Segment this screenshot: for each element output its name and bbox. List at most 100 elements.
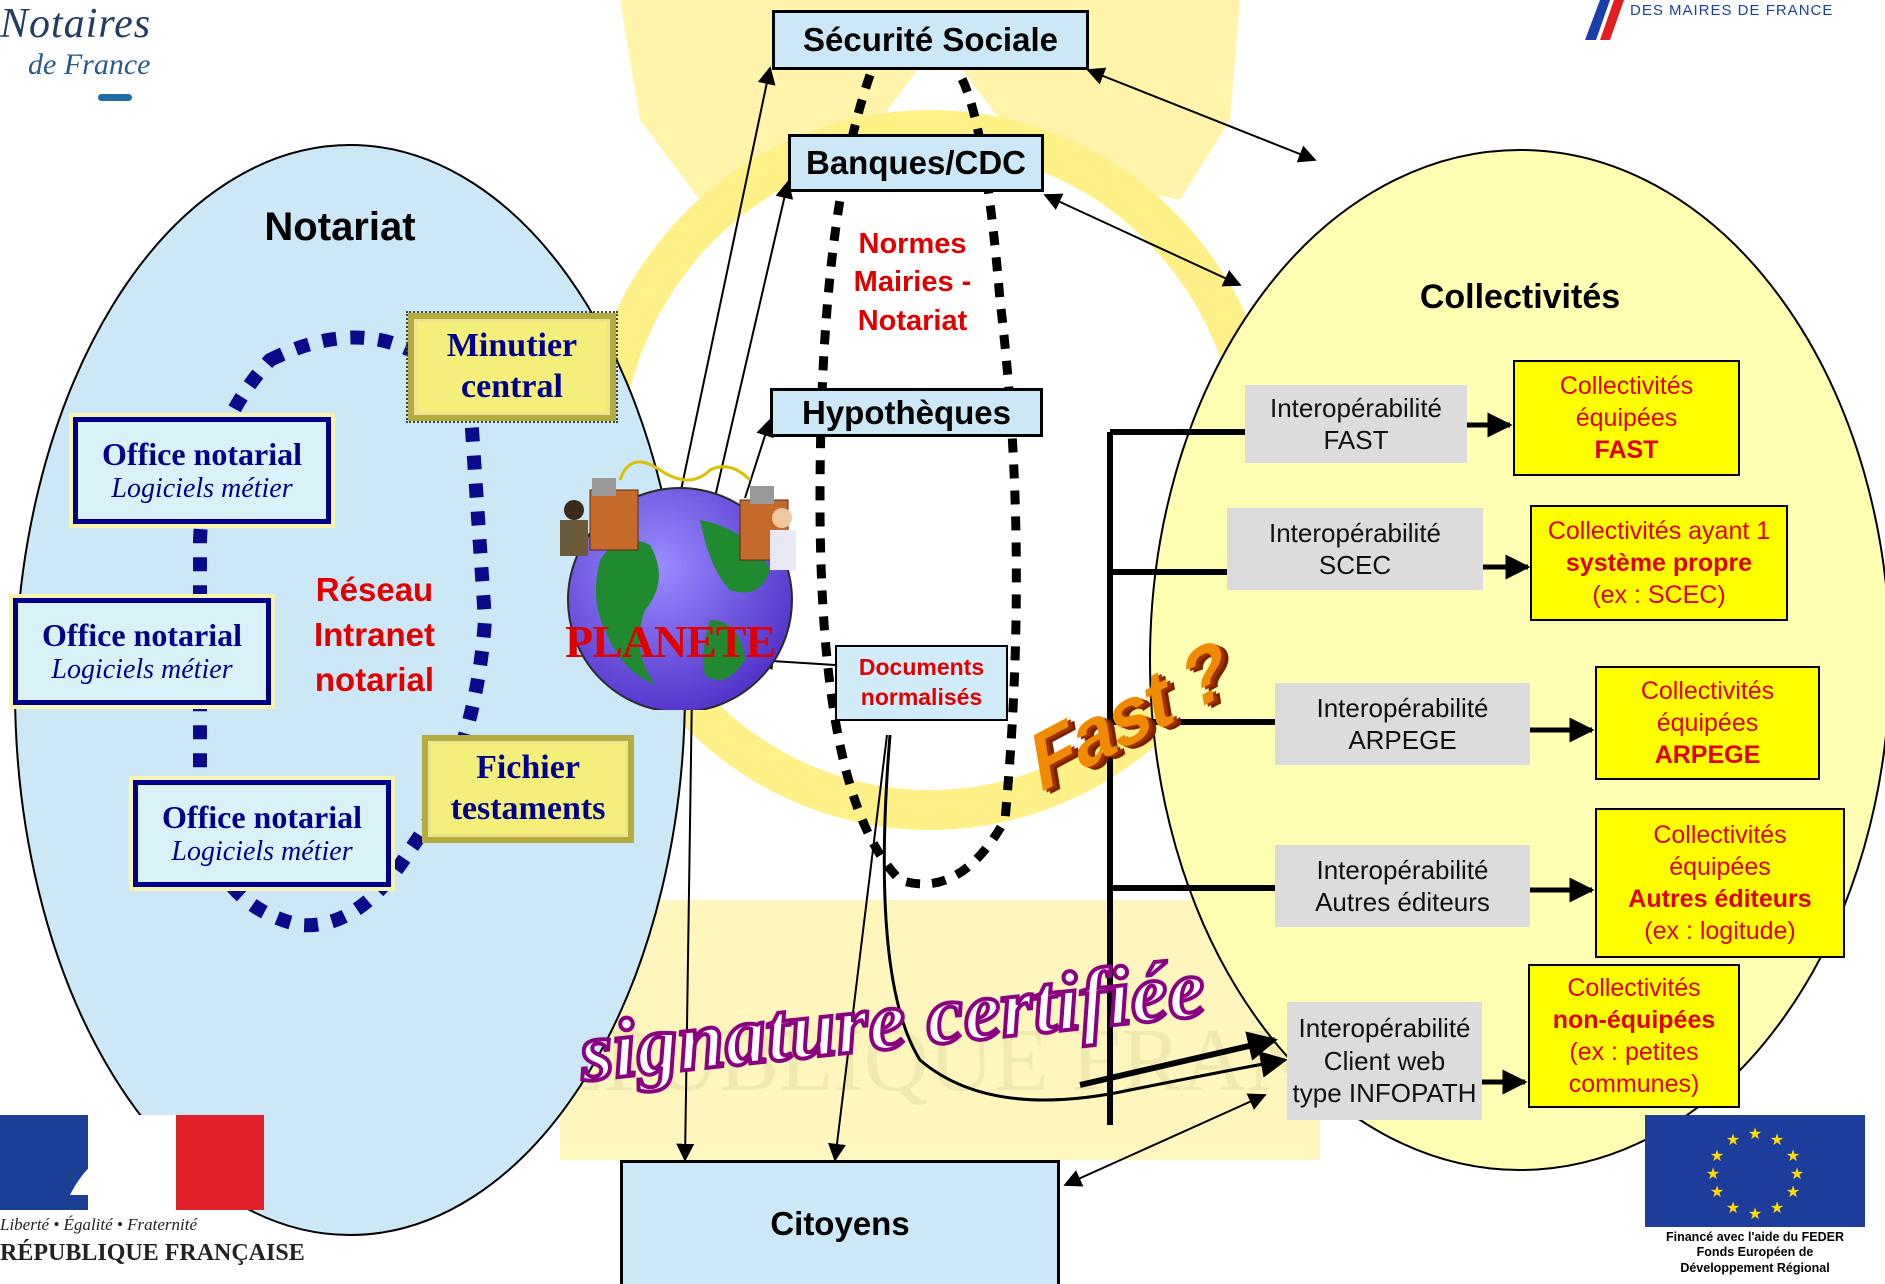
interop-line1: Interopérabilité xyxy=(1316,692,1489,723)
reseau-line2: Intranet xyxy=(313,615,435,653)
interop-line2: Client web xyxy=(1323,1045,1446,1076)
reseau-intranet-label: Réseau Intranet notarial xyxy=(292,568,457,703)
globe-landmass xyxy=(703,620,745,680)
target-line3: ARPEGE xyxy=(1654,741,1761,769)
fichier-line2: testaments xyxy=(450,790,606,827)
marianne-flag-icon xyxy=(0,1115,264,1210)
svg-text:★: ★ xyxy=(1770,1130,1784,1149)
office-subtitle: Logiciels métier xyxy=(171,835,353,867)
citoyens-box: Citoyens xyxy=(620,1160,1060,1284)
target-line2: équipées xyxy=(1656,709,1759,737)
target-line1: Collectivités xyxy=(1567,974,1701,1002)
interop-line1: Interopérabilité xyxy=(1270,392,1442,423)
republique-name: RÉPUBLIQUE FRANÇAISE xyxy=(0,1240,305,1266)
svg-text:★: ★ xyxy=(1770,1198,1784,1217)
target-line3: Autres éditeurs xyxy=(1628,885,1812,913)
interop-client-web-box: Interopérabilité Client web type INFOPAT… xyxy=(1287,1002,1482,1120)
fichier-testaments-box: Fichier testaments xyxy=(422,735,634,843)
notaires-logo-line2: de France xyxy=(28,48,151,81)
target-line1: Collectivités xyxy=(1653,821,1787,849)
target-fast-box: Collectivités équipées FAST xyxy=(1513,360,1740,476)
interop-fast-box: Interopérabilité FAST xyxy=(1245,385,1467,463)
target-line4: (ex : logitude) xyxy=(1644,917,1796,945)
svg-text:★: ★ xyxy=(1786,1146,1800,1165)
svg-text:★: ★ xyxy=(1786,1182,1800,1201)
interop-line1: Interopérabilité xyxy=(1316,854,1489,885)
svg-text:★: ★ xyxy=(1710,1182,1724,1201)
svg-text:★: ★ xyxy=(1706,1164,1720,1183)
documents-normalises-box: Documents normalisés xyxy=(835,645,1008,721)
target-line2: équipées xyxy=(1575,404,1678,432)
svg-text:★: ★ xyxy=(1748,1124,1762,1143)
interop-line2: FAST xyxy=(1323,425,1389,455)
interop-line3: type INFOPATH xyxy=(1292,1078,1477,1109)
normes-line1: Normes xyxy=(858,228,967,260)
notaires-logo-swoosh xyxy=(98,94,132,101)
office-name: Office notarial xyxy=(42,617,242,653)
notariat-title: Notariat xyxy=(264,205,416,249)
globe-landmass xyxy=(596,540,659,685)
office-notarial-2: Office notarial Logiciels métier xyxy=(9,594,275,709)
interop-line1: Interopérabilité xyxy=(1269,517,1441,548)
collectivites-title: Collectivités xyxy=(1419,278,1621,316)
target-line1: Collectivités ayant 1 xyxy=(1547,517,1771,545)
normes-mairies-notariat-label: Normes Mairies - Notariat xyxy=(835,225,990,340)
interop-line1: Interopérabilité xyxy=(1298,1013,1471,1044)
target-arpege-box: Collectivités équipées ARPEGE xyxy=(1595,666,1820,780)
eu-caption: Financé avec l'aide du FEDER Fonds Europ… xyxy=(1645,1230,1865,1276)
target-line3: FAST xyxy=(1594,436,1659,464)
republique-motto: Liberté • Égalité • Fraternité xyxy=(0,1215,197,1234)
target-line2: équipées xyxy=(1669,853,1771,881)
planete-globe xyxy=(560,460,796,710)
interop-scec-box: Interopérabilité SCEC xyxy=(1227,508,1483,590)
eu-feder-logo: ★★★ ★★★ ★★★ ★★★ Financé avec l'aide du F… xyxy=(1645,1115,1865,1284)
normes-line2: Mairies - xyxy=(853,266,972,299)
normes-line3: Notariat xyxy=(857,304,968,337)
office-name: Office notarial xyxy=(162,799,362,835)
notaires-logo: Notaires de France xyxy=(0,0,240,110)
office-name: Office notarial xyxy=(102,436,302,472)
office-subtitle: Logiciels métier xyxy=(111,472,293,504)
eu-caption-line3: Développement Régional xyxy=(1680,1260,1830,1275)
minutier-central-box: Minutier central xyxy=(406,311,618,423)
interop-autres-box: Interopérabilité Autres éditeurs xyxy=(1275,845,1530,927)
planete-label: PLANETE xyxy=(565,616,776,667)
operator-left-icon xyxy=(560,478,639,556)
office-notarial-3: Office notarial Logiciels métier xyxy=(129,776,395,891)
maires-logo-mark xyxy=(1585,0,1624,40)
eu-caption-line1: Financé avec l'aide du FEDER xyxy=(1665,1230,1845,1244)
documents-line2: normalisés xyxy=(860,684,983,710)
notaires-logo-line1: Notaires xyxy=(0,1,152,47)
svg-text:★: ★ xyxy=(1726,1130,1740,1149)
office-subtitle: Logiciels métier xyxy=(51,653,233,685)
hypotheques-box: Hypothèques xyxy=(770,388,1043,437)
svg-text:★: ★ xyxy=(1790,1164,1804,1183)
network-cable xyxy=(618,460,752,482)
svg-text:★: ★ xyxy=(1748,1204,1762,1223)
maires-logo-text: DES MAIRES DE FRANCE xyxy=(1630,2,1834,19)
eu-flag-icon: ★★★ ★★★ ★★★ ★★★ xyxy=(1645,1115,1865,1227)
eu-caption-line2: Fonds Européen de xyxy=(1696,1245,1814,1260)
documents-line1: Documents xyxy=(858,654,985,681)
interop-line2: Autres éditeurs xyxy=(1315,887,1490,917)
interop-arpege-box: Interopérabilité ARPEGE xyxy=(1275,683,1530,765)
minutier-line1: Minutier xyxy=(446,327,578,365)
securite-sociale-box: Sécurité Sociale xyxy=(772,10,1089,70)
target-autres-box: Collectivités équipées Autres éditeurs (… xyxy=(1595,808,1845,958)
target-line2: système propre xyxy=(1565,549,1753,577)
target-line3: (ex : SCEC) xyxy=(1592,581,1726,609)
target-line4: communes) xyxy=(1568,1070,1700,1098)
target-line2: non-équipées xyxy=(1552,1006,1716,1034)
target-non-equipees-box: Collectivités non-équipées (ex : petites… xyxy=(1528,964,1740,1108)
normes-loop xyxy=(815,72,1021,889)
minutier-line2: central xyxy=(461,368,563,405)
banques-cdc-box: Banques/CDC xyxy=(788,134,1044,192)
target-line1: Collectivités xyxy=(1640,677,1775,705)
interop-line2: ARPEGE xyxy=(1348,725,1457,755)
republique-francaise-logo: Liberté • Égalité • Fraternité RÉPUBLIQU… xyxy=(0,1115,305,1284)
reseau-line1: Réseau xyxy=(315,571,434,608)
target-line1: Collectivités xyxy=(1559,372,1694,400)
reseau-line3: notarial xyxy=(314,660,435,698)
target-line3: (ex : petites xyxy=(1569,1038,1699,1066)
fichier-line1: Fichier xyxy=(476,749,580,787)
